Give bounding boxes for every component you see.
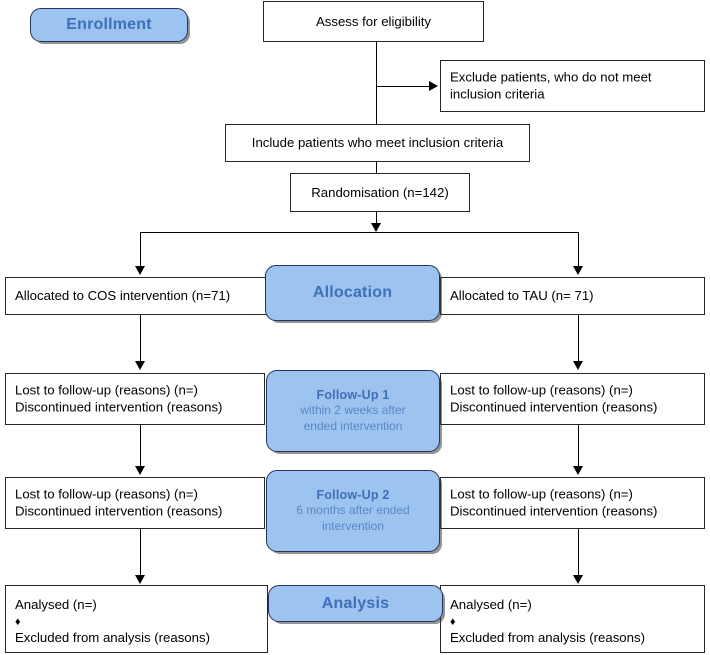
connector-include-to-randomisation	[376, 162, 377, 173]
allocated-left-text: Allocated to COS intervention (n=71)	[15, 287, 231, 303]
connector-left-fu1-to-fu2	[140, 425, 141, 467]
stage-badge-followup2-sub2: intervention	[321, 519, 385, 533]
connector-allocation-split-bar	[140, 232, 578, 233]
box-followup1-right: Lost to follow-up (reasons) (n=) Discont…	[440, 373, 705, 425]
box-include-patients: Include patients who meet inclusion crit…	[225, 124, 530, 162]
box-exclude-patients: Exclude patients, who do not meet inclus…	[440, 60, 705, 112]
fu1-left-line1: Lost to follow-up (reasons) (n=)	[15, 382, 198, 398]
fu2-left-line1: Lost to follow-up (reasons) (n=)	[15, 486, 198, 502]
connector-left-fu2-to-analysis	[140, 529, 141, 576]
box-allocated-left: Allocated to COS intervention (n=71)	[5, 277, 270, 315]
stage-badge-allocation-label: Allocation	[312, 284, 393, 301]
connector-right-fu2-to-analysis	[578, 529, 579, 576]
analysed-right-line1: Analysed (n=)	[450, 597, 532, 612]
include-text: Include patients who meet inclusion crit…	[251, 134, 504, 150]
stage-badge-followup2-sub1: 6 months after ended	[296, 503, 410, 517]
assess-text: Assess for eligibility	[315, 13, 432, 29]
fu2-right-line2: Discontinued intervention (reasons)	[450, 503, 658, 518]
box-allocated-right: Allocated to TAU (n= 71)	[440, 277, 705, 315]
box-followup2-left: Lost to follow-up (reasons) (n=) Discont…	[5, 477, 265, 529]
arrowhead-left-fu2	[135, 466, 145, 475]
connector-assess-to-include	[376, 42, 377, 124]
box-analysed-right: Analysed (n=) ♦ Excluded from analysis (r…	[440, 585, 705, 653]
box-followup2-right: Lost to follow-up (reasons) (n=) Discont…	[440, 477, 705, 529]
arrowhead-to-exclude	[429, 81, 438, 91]
arrowhead-randomisation-down	[371, 223, 381, 232]
box-followup1-left: Lost to follow-up (reasons) (n=) Discont…	[5, 373, 265, 425]
arrowhead-right-fu1	[573, 361, 583, 370]
randomisation-text: Randomisation (n=142)	[311, 184, 449, 200]
arrowhead-split-left	[135, 266, 145, 275]
connector-right-alloc-to-fu1	[578, 315, 579, 362]
stage-badge-enrollment: Enrollment	[30, 8, 188, 42]
connector-randomisation-down	[376, 212, 377, 226]
stage-badge-followup1-label: Follow-Up 1	[316, 388, 390, 402]
stage-badge-followup2-label: Follow-Up 2	[316, 488, 390, 502]
arrowhead-left-fu1	[135, 361, 145, 370]
fu2-left-line2: Discontinued intervention (reasons)	[15, 503, 223, 518]
stage-badge-followup1-sub1: within 2 weeks after	[300, 403, 406, 417]
stage-badge-enrollment-label: Enrollment	[66, 16, 152, 33]
connector-assess-to-exclude	[376, 86, 430, 87]
fu1-right-line2: Discontinued intervention (reasons)	[450, 399, 658, 414]
connector-right-fu1-to-fu2	[578, 425, 579, 467]
fu1-left-line2: Discontinued intervention (reasons)	[15, 399, 223, 414]
exclude-text-line2: inclusion criteria	[450, 86, 545, 101]
stage-badge-allocation: Allocation	[265, 265, 440, 321]
fu1-right-line1: Lost to follow-up (reasons) (n=)	[450, 382, 633, 398]
analysed-right-line2: Excluded from analysis (reasons)	[450, 630, 645, 645]
stage-badge-analysis-label: Analysis	[321, 594, 390, 612]
box-analysed-left: Analysed (n=) ♦ Excluded from analysis (r…	[5, 585, 268, 653]
arrowhead-right-analysis	[573, 575, 583, 584]
arrowhead-split-right	[573, 266, 583, 275]
stage-badge-followup2: Follow-Up 2 6 months after ended interve…	[266, 470, 440, 552]
connector-left-alloc-to-fu1	[140, 315, 141, 362]
stage-badge-followup1-sub2: ended intervention	[303, 419, 403, 433]
connector-split-right-down	[578, 232, 579, 268]
exclude-text-line1: Exclude patients, who do not meet	[450, 69, 652, 85]
stage-badge-followup1: Follow-Up 1 within 2 weeks after ended i…	[266, 370, 440, 452]
connector-split-left-down	[140, 232, 141, 268]
arrowhead-left-analysis	[135, 575, 145, 584]
bullet-diamond-icon: ♦	[15, 615, 21, 628]
fu2-right-line1: Lost to follow-up (reasons) (n=)	[450, 486, 633, 502]
box-assess-for-eligibility: Assess for eligibility	[263, 1, 484, 42]
bullet-diamond-icon: ♦	[450, 615, 456, 628]
analysed-left-line1: Analysed (n=)	[15, 597, 97, 612]
analysed-left-line2: Excluded from analysis (reasons)	[15, 630, 210, 645]
arrowhead-right-fu2	[573, 466, 583, 475]
stage-badge-analysis: Analysis	[268, 585, 443, 622]
box-randomisation: Randomisation (n=142)	[290, 173, 470, 212]
allocated-right-text: Allocated to TAU (n= 71)	[450, 287, 594, 303]
